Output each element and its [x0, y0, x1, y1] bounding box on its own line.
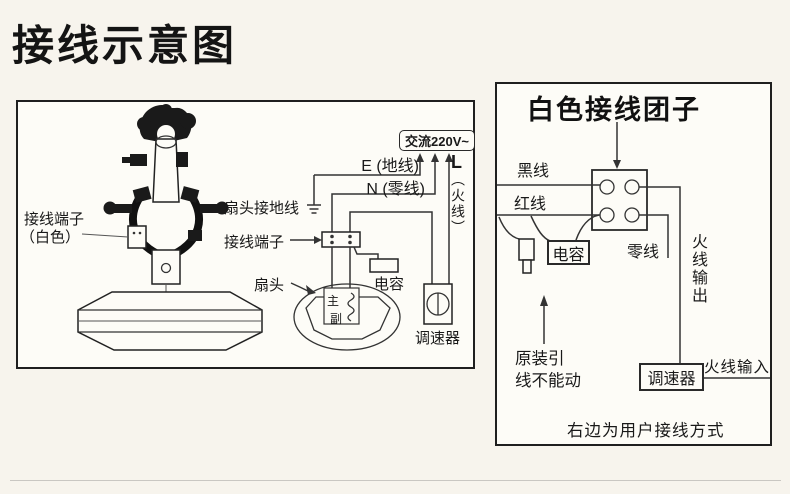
- left-diagram-art: [77, 104, 453, 351]
- controller-box: 调速器: [639, 363, 704, 391]
- note-arrow: [540, 295, 548, 344]
- right-panel-title: 白色接线团子: [527, 95, 701, 125]
- fan-hanger-art: [81, 104, 229, 294]
- original-note-line1: 原装引: [515, 350, 565, 368]
- live-out-label: 火线输出: [689, 233, 706, 305]
- neutral-label: 零线: [627, 244, 660, 261]
- hanger-terminal-label-1: 接线端子: [24, 211, 85, 228]
- ac-source-box: 交流220V~: [399, 130, 475, 151]
- fan-head-label: 扇头: [254, 277, 285, 294]
- bottom-divider: [10, 480, 781, 481]
- footer-note: 右边为用户接线方式: [567, 422, 725, 440]
- hanger-terminal-connector: [127, 225, 147, 249]
- left-diagram-panel: 接线端子 （白色） 扇头接地线 接线端子 扇头 电容 调速器 交流220V~ E…: [16, 100, 475, 369]
- white-wiring-block: [591, 169, 648, 231]
- right-diagram-panel: 白色接线团子 黑线 红线 电容 零线 火线输出 原装引 线不能动 调速器 火线输…: [495, 82, 772, 446]
- fan-lead-wires: [497, 184, 600, 242]
- plug-connector-art: [518, 238, 535, 274]
- capacitor-box-art: [369, 258, 399, 273]
- capacitor-label: 电容: [374, 276, 405, 293]
- fan-motor-art: [77, 291, 263, 351]
- ground-symbol: [307, 175, 321, 214]
- controller-label: 调速器: [415, 330, 461, 347]
- earth-wire-label: E (地线): [361, 158, 419, 175]
- neutral-wire-label: N (零线): [366, 181, 425, 198]
- supply-wires: [314, 153, 453, 284]
- live-in-label: 火线输入: [704, 359, 771, 376]
- live-wire-letter: L: [451, 152, 462, 172]
- live-wire-label: （火线）: [450, 172, 466, 236]
- winding-main-label: 主: [327, 294, 340, 308]
- capacitor-box: 电容: [547, 240, 590, 265]
- speed-controller-art: [423, 283, 453, 325]
- fan-head-art: [290, 282, 401, 351]
- black-wire-label: 黑线: [517, 163, 550, 180]
- hanger-terminal-label-2: （白色）: [20, 229, 81, 246]
- original-note-line2: 线不能动: [515, 372, 581, 390]
- terminal-block: [290, 231, 361, 248]
- fan-ground-label: 扇头接地线: [224, 200, 300, 217]
- user-wires: [639, 186, 770, 379]
- terminal-label: 接线端子: [224, 234, 285, 251]
- winding-aux-label: 副: [330, 312, 343, 326]
- page-title: 接线示意图: [12, 22, 238, 69]
- right-diagram-art: [497, 122, 770, 379]
- red-wire-label: 红线: [514, 196, 547, 213]
